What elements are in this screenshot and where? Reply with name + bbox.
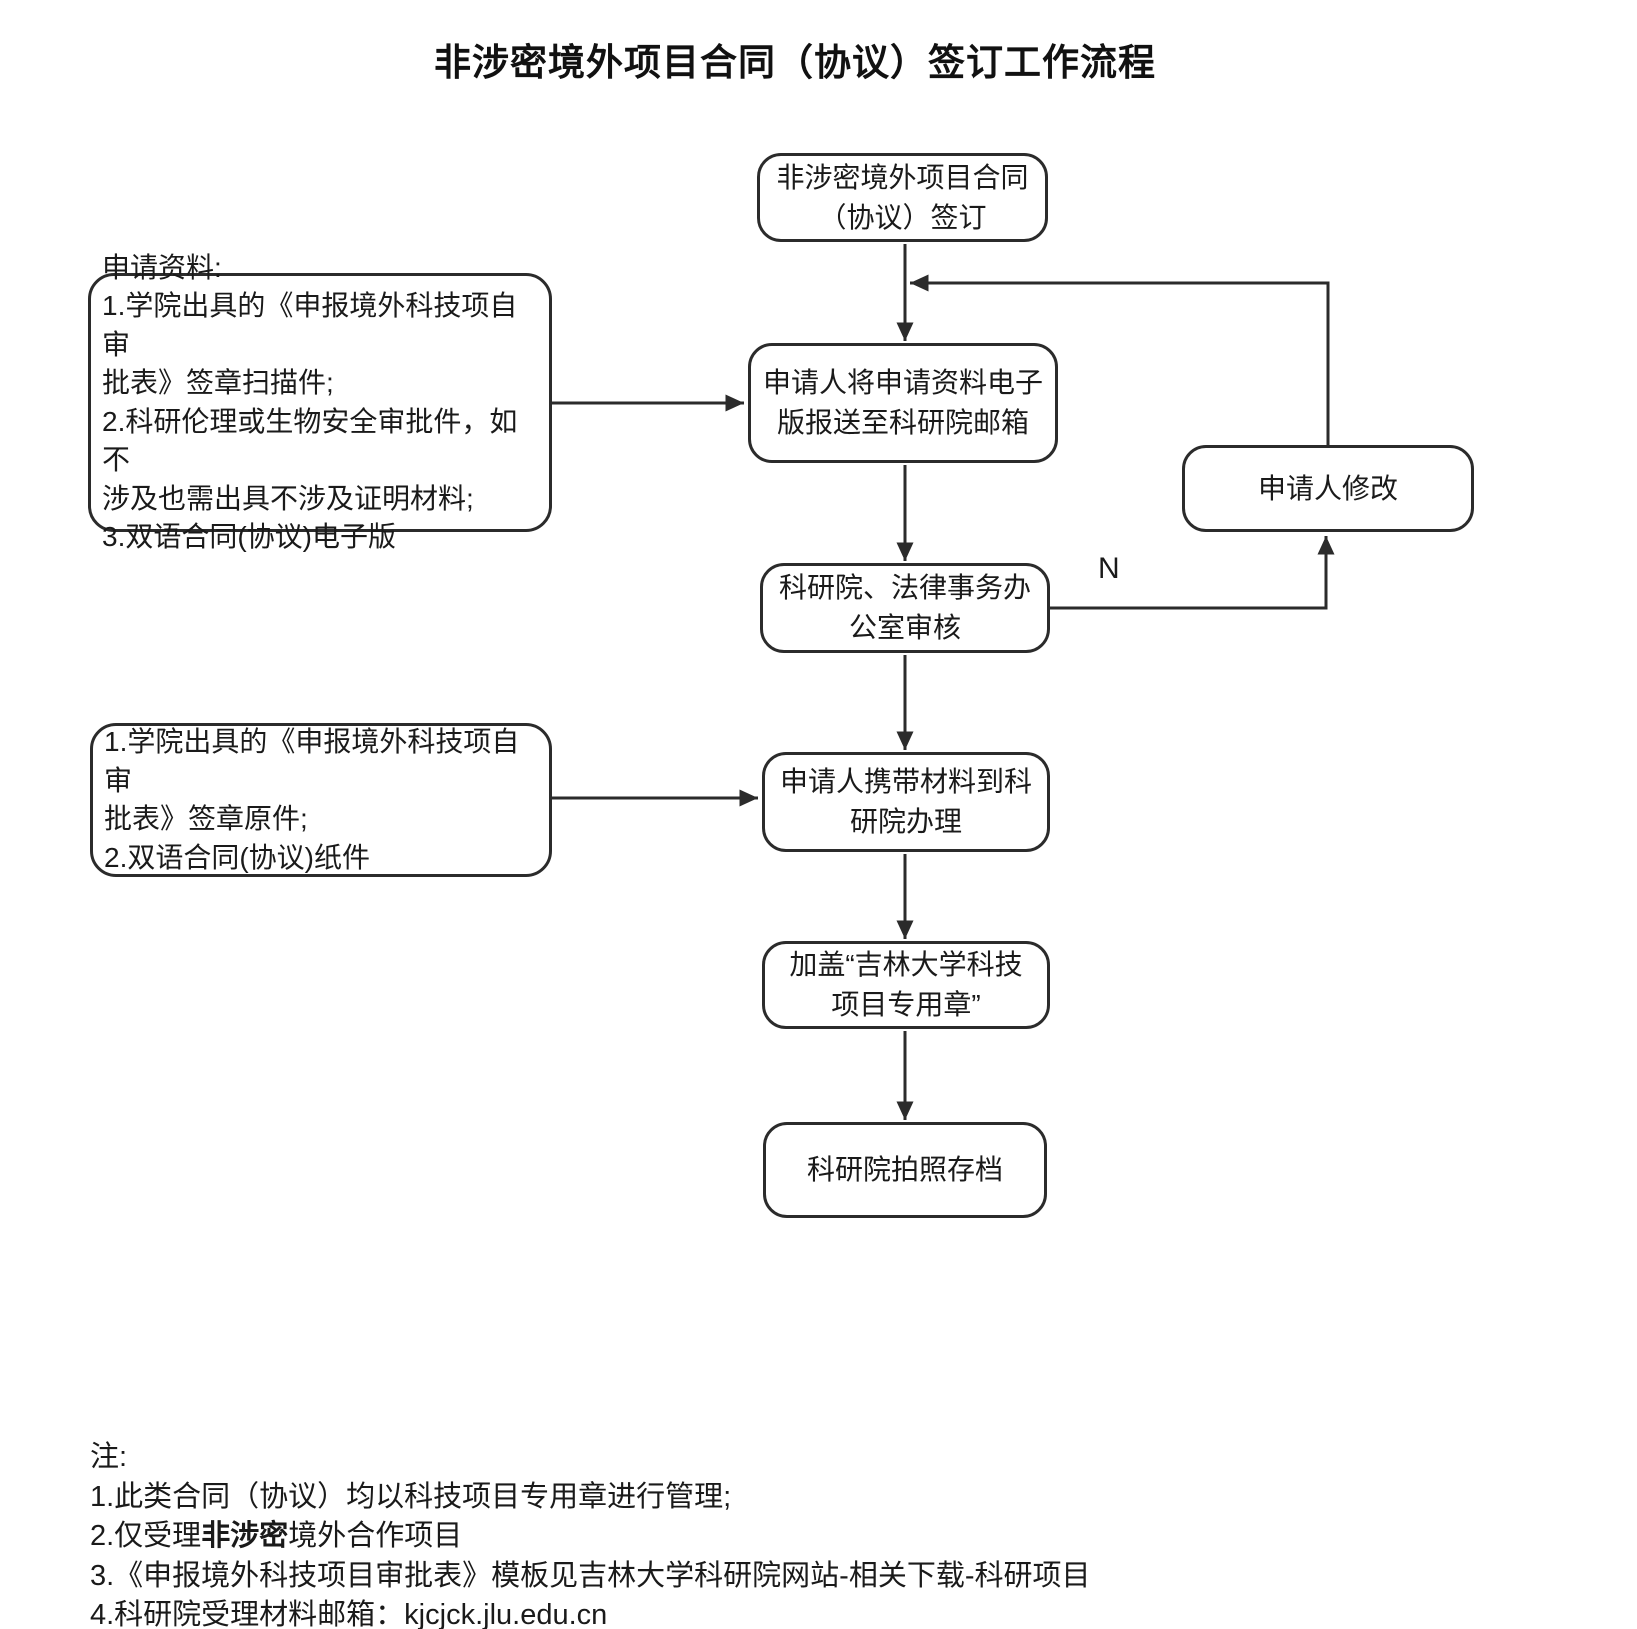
note-item-2-suffix: 境外合作项目	[288, 1520, 463, 1552]
note-item-2-prefix: 2.仅受理	[90, 1520, 202, 1552]
flow-node-submit-email: 申请人将申请资料电子 版报送至科研院邮箱	[748, 343, 1058, 463]
note-item-2-bold: 非涉密	[201, 1520, 289, 1552]
flow-node-stamp-seal: 加盖“吉林大学科技 项目专用章”	[762, 941, 1050, 1029]
note-item-3: 3.《申报境外科技项目审批表》模板见吉林大学科研院网站-相关下载-科研项目	[90, 1559, 1091, 1592]
flow-node-application-materials: 申请资料: 1.学院出具的《申报境外科技项自审 批表》签章扫描件; 2.科研伦理…	[88, 252, 552, 552]
flow-node-applicant-modify: 申请人修改	[1182, 445, 1474, 532]
note-item-4: 4.科研院受理材料邮箱：kjcjck.jlu.edu.cn	[90, 1599, 608, 1629]
flow-node-bring-materials: 申请人携带材料到科 研院办理	[762, 752, 1050, 852]
flow-node-review: 科研院、法律事务办 公室审核	[760, 563, 1050, 653]
note-item-1: 1.此类合同（协议）均以科技项目专用章进行管理;	[90, 1480, 732, 1513]
connector-modify-feedback	[910, 274, 1330, 445]
note-item-2: 2.仅受理非涉密境外合作项目	[90, 1517, 1091, 1557]
flow-node-paper-materials: 1.学院出具的《申报境外科技项自审 批表》签章原件; 2.双语合同(协议)纸件	[90, 723, 552, 877]
flow-node-photo-archive: 科研院拍照存档	[763, 1122, 1047, 1218]
page-title: 非涉密境外项目合同（协议）签订工作流程	[434, 42, 1156, 83]
notes-section: 注: 1.此类合同（协议）均以科技项目专用章进行管理; 2.仅受理非涉密境外合作…	[90, 1438, 1091, 1629]
connector-review-to-modify	[1050, 536, 1335, 610]
branch-label-no: N	[1098, 552, 1120, 585]
flow-node-start: 非涉密境外项目合同 （协议）签订	[757, 153, 1048, 242]
notes-heading: 注:	[90, 1441, 128, 1473]
